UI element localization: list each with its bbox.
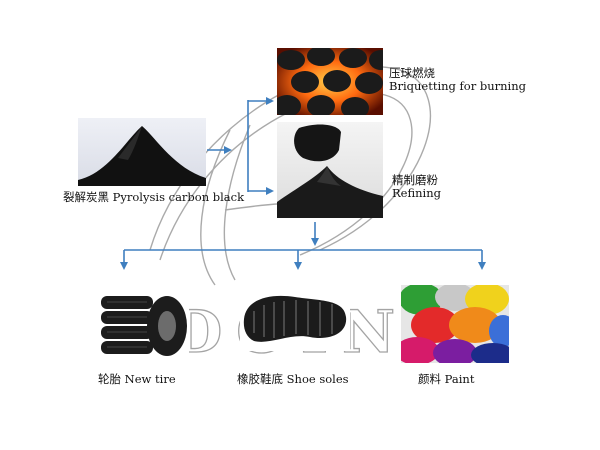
refining-powder-image [277,122,383,218]
briquetting-label-cn: 压球燃烧 [389,66,435,80]
source-label: 裂解炭黑 Pyrolysis carbon black [63,190,245,204]
shoe-sole-label: 橡胶鞋底 Shoe soles [237,372,349,386]
briquettes-image [277,48,383,115]
briquetting-label-en: Briquetting for burning [389,79,526,93]
shoe-sole-image [240,289,350,351]
refining-label-en: Refining [392,186,441,200]
paint-label: 颜料 Paint [418,372,475,386]
tire-label: 轮胎 New tire [98,372,176,386]
carbon-black-image [78,118,206,186]
tire-image [97,290,189,358]
refining-label-cn: 精制磨粉 [392,173,438,187]
pigment-image [401,285,509,363]
